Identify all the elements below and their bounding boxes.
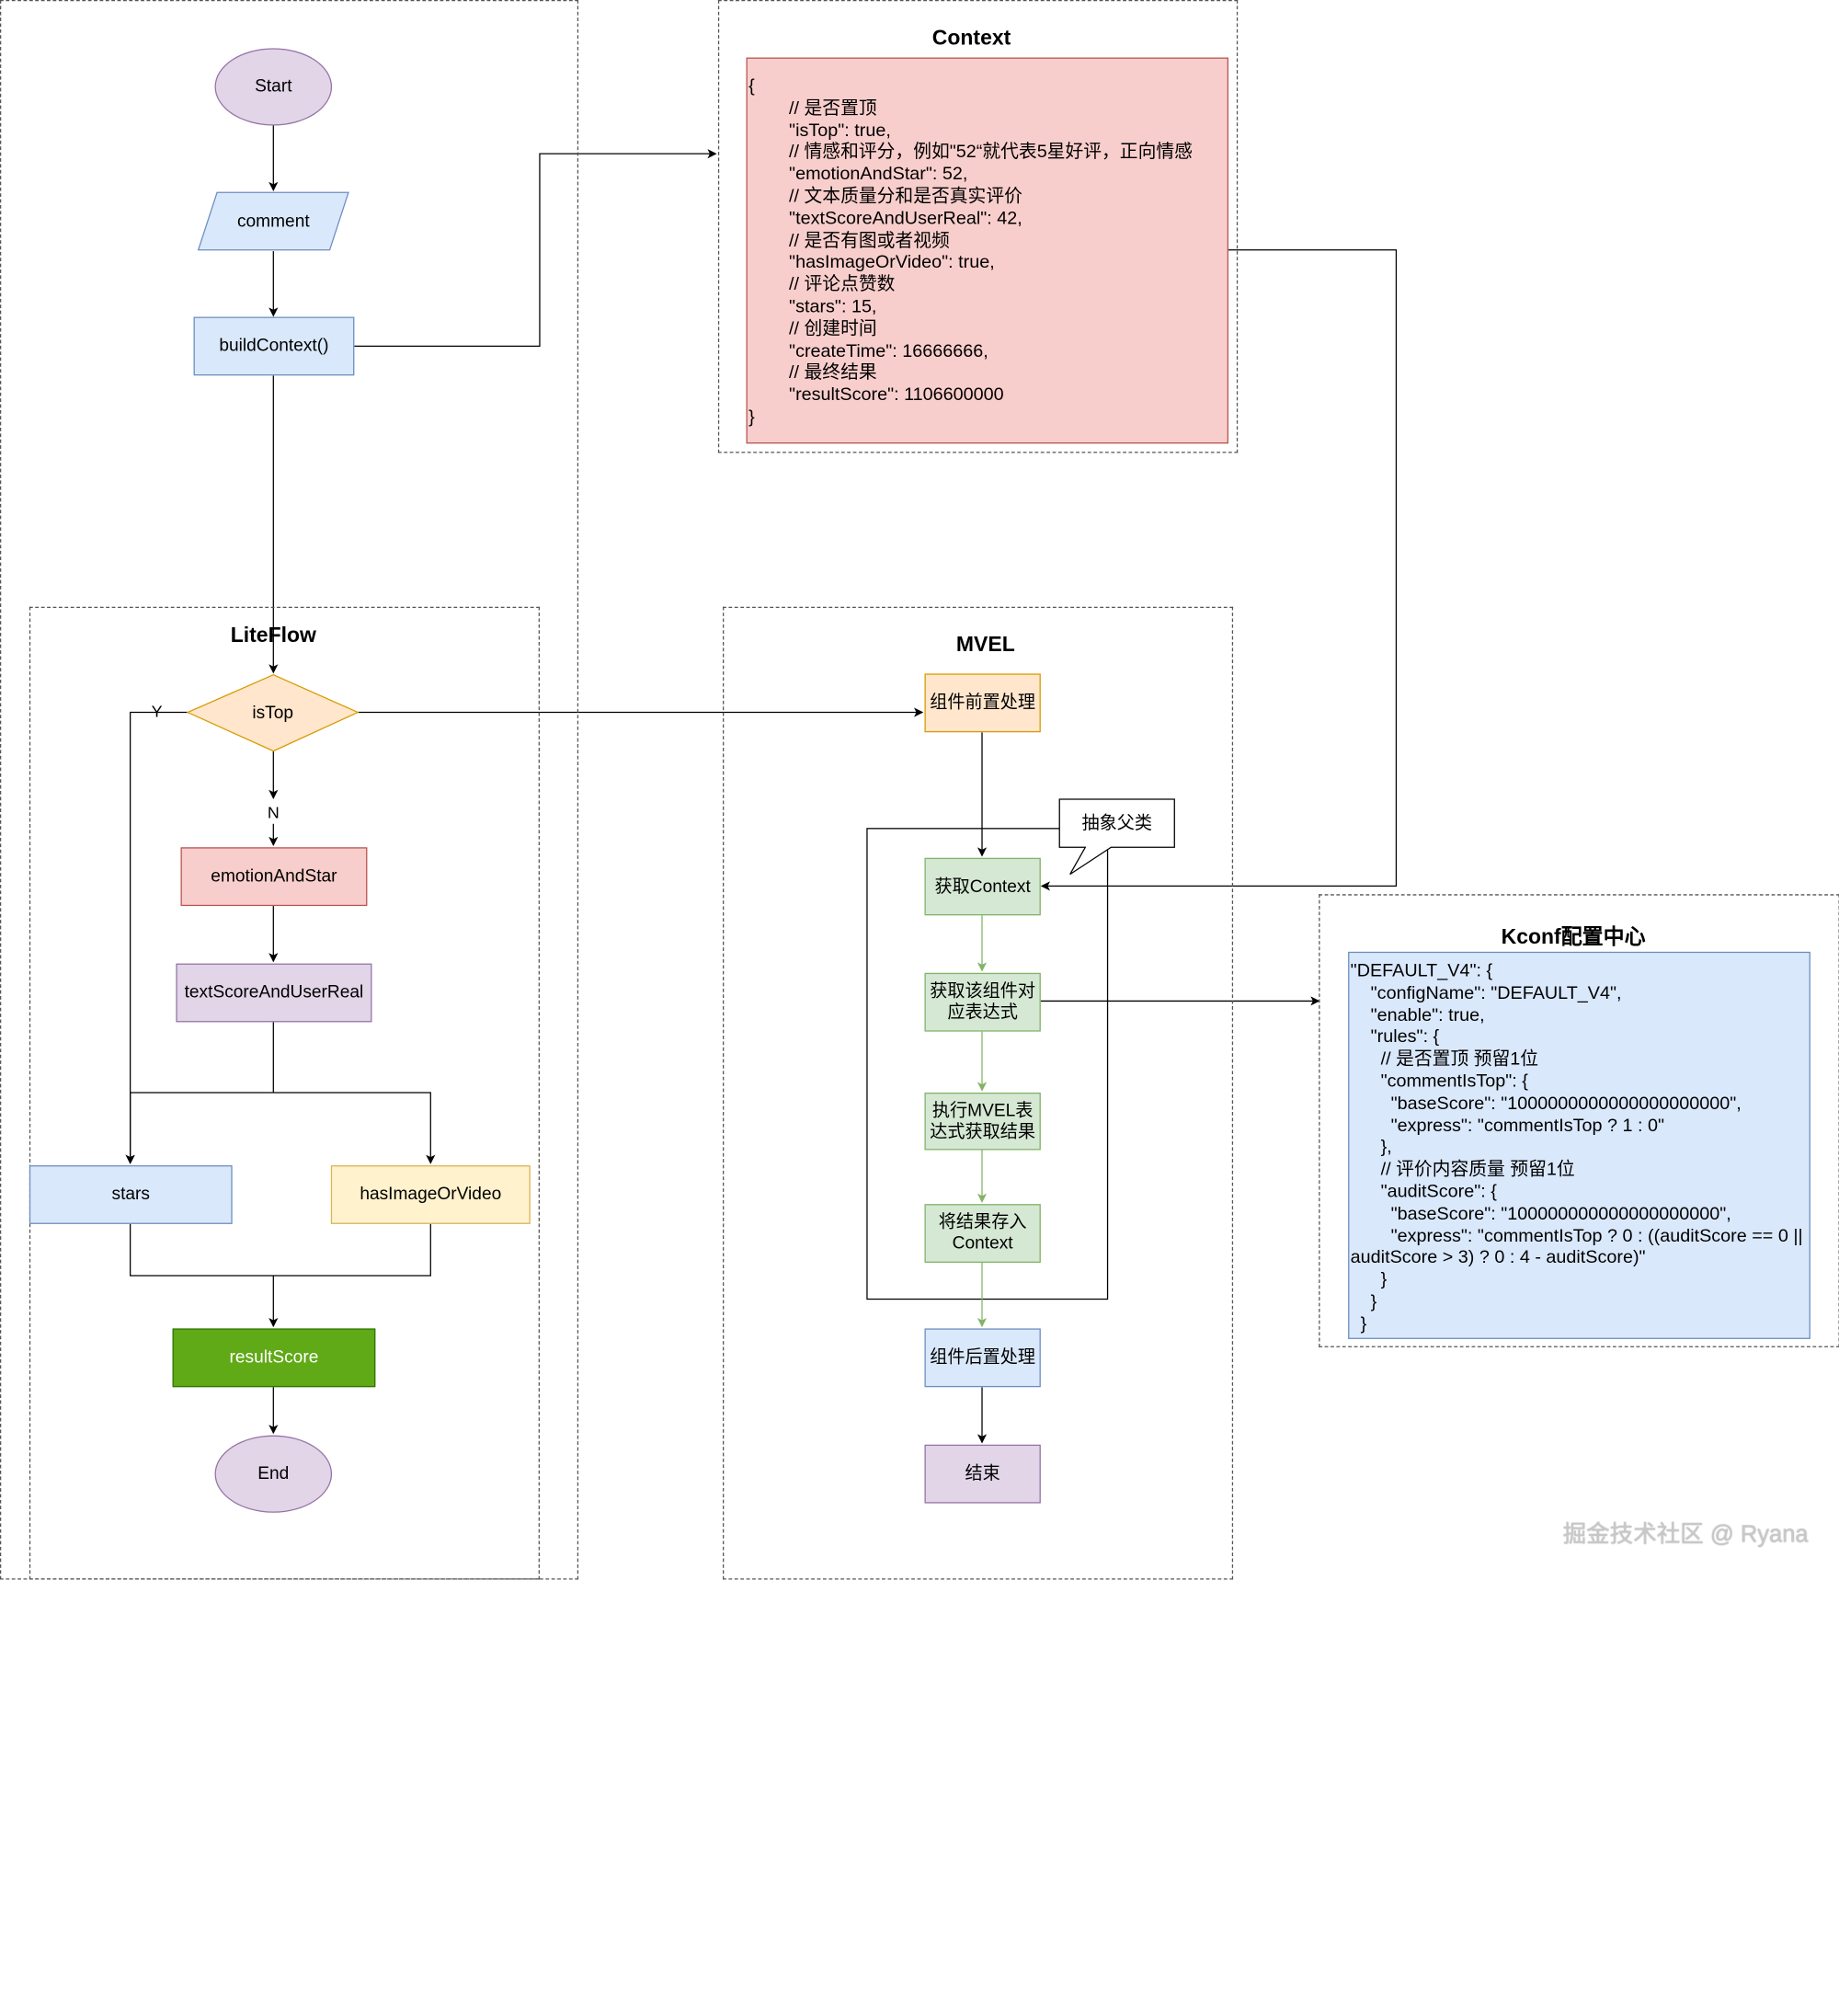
callout-bubble-shape: [1058, 798, 1175, 876]
finish-node: 结束: [924, 1444, 1041, 1504]
edge-context-getctx: [1040, 249, 1398, 891]
liteflow-title: LiteFlow: [230, 623, 316, 647]
result-score-node: resultScore: [172, 1328, 376, 1388]
watermark: 掘金技术社区 @ Ryana: [1562, 1521, 1809, 1549]
get-context-node: 获取Context: [924, 857, 1041, 916]
istop-node: isTop: [252, 702, 294, 723]
istop-diamond-shape: [186, 674, 360, 752]
store-result-node: 将结果存入 Context: [924, 1204, 1041, 1263]
execute-node: 执行MVEL表 达式获取结果: [924, 1092, 1041, 1151]
yes-label: Y: [151, 702, 163, 721]
comment-node: comment: [236, 211, 310, 231]
abstract-parent-container: [866, 828, 1109, 1300]
mvel-title: MVEL: [955, 632, 1015, 657]
kconf-title: Kconf配置中心: [1501, 924, 1646, 949]
connector-layer: [125, 125, 1398, 1444]
comment-parallelogram-shape: [197, 191, 349, 251]
context-code-block: { // 是否置顶 "isTop": true, // 情感和评分，例如"52“…: [746, 57, 1228, 444]
end-node: End: [214, 1435, 333, 1513]
text-score-node: textScoreAndUserReal: [176, 963, 372, 1023]
mvel-frame: [723, 606, 1234, 1580]
start-node: Start: [214, 48, 333, 126]
post-process-node: 组件后置处理: [924, 1328, 1041, 1388]
stars-node: stars: [29, 1165, 233, 1224]
build-context-node: buildContext(): [193, 316, 355, 376]
kconf-code-block: "DEFAULT_V4": { "configName": "DEFAULT_V…: [1348, 951, 1810, 1339]
context-frame: [717, 0, 1239, 453]
edge-istop-yes: [125, 711, 188, 1164]
edge-join: [129, 1223, 431, 1277]
edge-build-context: [353, 149, 717, 348]
liteflow-frame: [29, 606, 540, 1580]
pre-process-node: 组件前置处理: [924, 673, 1041, 733]
abstract-parent-callout: 抽象父类: [1081, 812, 1153, 833]
edge-split-image: [273, 1092, 436, 1164]
emotion-and-star-node: emotionAndStar: [180, 847, 368, 907]
has-image-node: hasImageOrVideo: [330, 1165, 531, 1224]
no-label: N: [267, 802, 280, 822]
get-expression-node: 获取该组件对 应表达式: [924, 972, 1041, 1032]
context-title: Context: [931, 26, 1011, 50]
